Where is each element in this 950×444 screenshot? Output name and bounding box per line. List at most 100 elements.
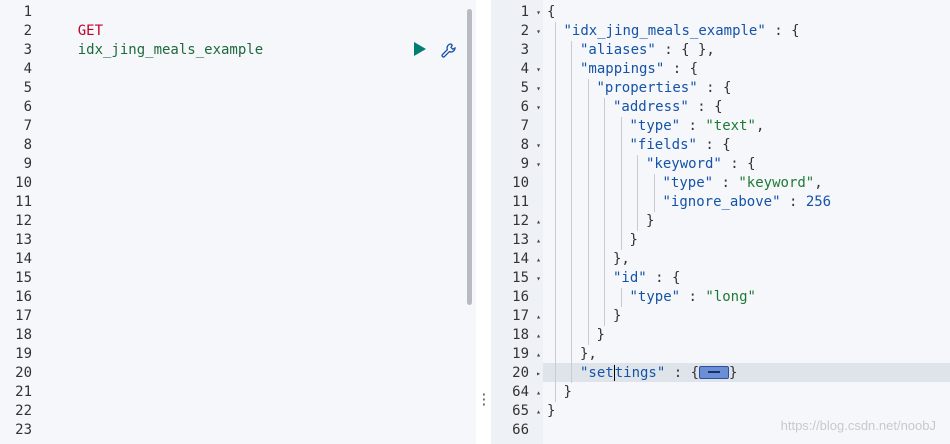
request-line-1[interactable]: GET idx_jing_meals_example [44,3,263,58]
indent-guide [604,288,605,307]
indent-guide [587,193,589,212]
fold-toggle-icon[interactable]: ▾ [536,65,541,74]
response-line: "ignore_above" : 256 [662,194,832,210]
indent-guide [604,155,605,174]
request-line-number: 23 [15,422,32,438]
response-line: } [629,232,638,248]
request-line-number: 7 [23,118,32,134]
indent-guide [571,79,572,98]
response-line-number: 66 [512,422,529,438]
pane-divider[interactable] [476,0,491,444]
request-line-number: 13 [15,232,32,248]
fold-toggle-icon[interactable]: ▾ [536,8,541,17]
request-line-number: 1 [23,4,32,20]
response-line-number: 2 [520,23,529,39]
fold-toggle-icon[interactable]: ▾ [536,160,541,169]
response-line-number: 8 [520,137,529,153]
indent-guide [587,269,589,288]
response-line: } [596,327,605,343]
indent-guide [620,212,622,231]
indent-guide [571,345,572,364]
indent-guide [571,174,572,193]
indent-guide [620,231,622,250]
response-line: "idx_jing_meals_example" : { [563,23,800,39]
request-line-number: 22 [15,403,32,419]
indent-guide [554,364,556,383]
request-scrollbar[interactable] [467,9,472,305]
response-line-number: 4 [520,61,529,77]
indent-guide [604,250,605,269]
indent-guide [604,231,605,250]
fold-toggle-icon[interactable]: ▴ [536,236,541,245]
response-line-number: 18 [512,327,529,343]
response-line: } [563,384,572,400]
indent-guide [554,41,556,60]
response-line-number: 16 [512,289,529,305]
indent-guide [587,212,589,231]
response-line: "keyword" : { [646,156,756,172]
fold-toggle-icon[interactable]: ▴ [536,388,541,397]
response-line-number: 9 [520,156,529,172]
folded-block-widget[interactable] [699,365,730,379]
indent-guide [587,155,589,174]
resize-handle-icon[interactable]: ··· [480,388,488,413]
request-line-number: 19 [15,346,32,362]
json-key: "ignore_above" [662,194,781,210]
wrench-icon[interactable] [440,42,458,60]
fold-toggle-icon[interactable]: ▴ [536,350,541,359]
request-line-number: 5 [23,80,32,96]
indent-guide [554,98,556,117]
request-line-number: 20 [15,365,32,381]
json-key: "properties" [596,80,698,96]
indent-guide [554,155,556,174]
request-line-number: 11 [15,194,32,210]
indent-guide [620,117,622,136]
response-line-number: 14 [512,251,529,267]
fold-toggle-icon[interactable]: ▾ [536,84,541,93]
fold-toggle-icon[interactable]: ▾ [536,274,541,283]
indent-guide [587,288,589,307]
json-value: "keyword" [738,175,815,191]
text-cursor [613,365,615,381]
indent-guide [620,155,622,174]
indent-guide [604,98,605,117]
fold-toggle-icon[interactable]: ▸ [536,369,541,378]
response-line-number: 1 [520,4,529,20]
request-line-number: 2 [23,23,32,39]
response-line-number: 64 [512,384,529,400]
request-line-number: 3 [23,42,32,58]
response-line: { [547,4,556,20]
indent-guide [554,250,556,269]
indent-guide [653,174,655,193]
request-line-number: 21 [15,384,32,400]
play-icon[interactable] [414,42,426,56]
fold-toggle-icon[interactable]: ▾ [536,27,541,36]
request-line-number: 18 [15,327,32,343]
indent-guide [571,307,572,326]
fold-toggle-icon[interactable]: ▴ [536,312,541,321]
indent-guide [571,212,572,231]
fold-toggle-icon[interactable]: ▾ [536,141,541,150]
indent-guide [620,174,622,193]
fold-toggle-icon[interactable]: ▴ [536,217,541,226]
http-method: GET [77,23,104,39]
response-line-number: 19 [512,346,529,362]
indent-guide [554,193,556,212]
indent-guide [620,136,622,155]
response-line-number: 17 [512,308,529,324]
fold-toggle-icon[interactable]: ▴ [536,331,541,340]
indent-guide [637,212,638,231]
indent-guide [587,98,589,117]
indent-guide [554,288,556,307]
indent-guide [554,307,556,326]
response-line: }, [580,346,597,362]
indent-guide [587,136,589,155]
fold-toggle-icon[interactable]: ▾ [536,103,541,112]
response-line: } [613,308,622,324]
json-key: "type" [629,289,681,305]
fold-toggle-icon[interactable]: ▴ [536,255,541,264]
fold-toggle-icon[interactable]: ▴ [536,407,541,416]
